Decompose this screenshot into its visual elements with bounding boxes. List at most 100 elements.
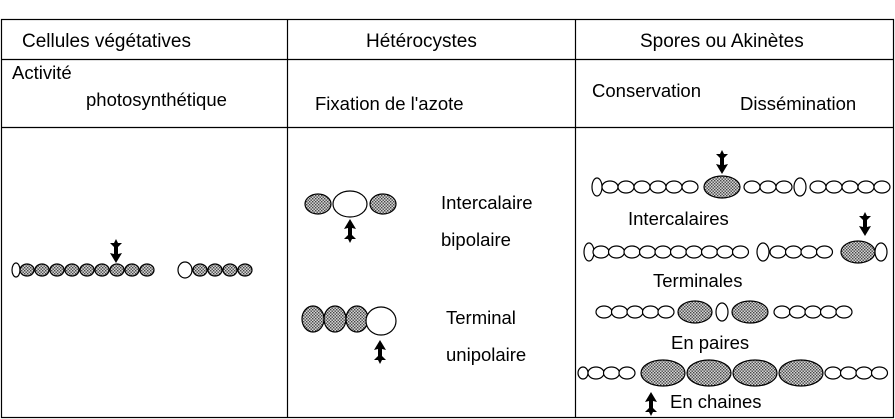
function-spores-conservation: Conservation — [592, 80, 701, 101]
label-unipolar: unipolaire — [446, 344, 526, 365]
vegetative-cell — [839, 366, 858, 380]
vegetative-cell — [638, 245, 657, 259]
vegetative-cell — [841, 180, 859, 194]
heterocyst-cell — [715, 302, 729, 322]
vegetative-cell — [824, 366, 842, 380]
spore-cell — [731, 300, 769, 324]
spore-cell — [703, 175, 741, 199]
heterocyst-cell — [177, 261, 193, 279]
spore-filament-terminal — [583, 240, 888, 264]
vegetative-cell — [857, 180, 875, 194]
spore-filament-intercalary — [591, 175, 891, 199]
label-en-paires: En paires — [671, 332, 749, 353]
header-vegetative-cells: Cellules végétatives — [22, 31, 191, 52]
label-intercalary: Intercalaire — [441, 192, 533, 213]
arrow-down-icon — [859, 212, 871, 236]
vegetative-cell — [192, 263, 208, 277]
arrow-up-icon — [344, 219, 356, 243]
vegetative-cell — [855, 366, 873, 380]
vegetative-cell — [592, 245, 610, 259]
function-spores-dissemination: Dissémination — [740, 93, 856, 114]
arrow-shape — [374, 340, 386, 364]
vegetative-cell — [19, 263, 35, 277]
vegetative-cell — [873, 180, 891, 194]
vegetative-cell — [34, 263, 50, 277]
vegetative-cell — [788, 305, 807, 319]
arrow-shape — [344, 219, 356, 243]
spore-filament-pairs — [595, 300, 853, 324]
vegetative-cell — [773, 305, 791, 319]
vegetative-cell — [665, 180, 683, 194]
cell-end — [591, 177, 603, 197]
label-terminal: Terminal — [446, 307, 516, 328]
vegetative-cell — [595, 305, 613, 319]
vegetative-cell — [835, 305, 853, 319]
vegetative-cell — [716, 245, 734, 259]
vegetative-cell — [825, 180, 843, 194]
vegetative-cell — [759, 180, 777, 194]
arrow-shape — [859, 212, 871, 236]
spore-cell — [732, 359, 778, 387]
vegetative-cell — [800, 245, 818, 259]
vegetative-cell — [64, 263, 80, 277]
vegetative-cell — [577, 366, 589, 380]
vegetative-cell — [601, 180, 619, 194]
function-heterocysts: Fixation de l'azote — [315, 93, 464, 114]
vegetative-cell — [681, 180, 699, 194]
spore-filament-chains — [577, 359, 889, 387]
vegetative-cell — [633, 180, 651, 194]
vegetative-cell — [623, 245, 641, 259]
function-vegetative-line1: Activité — [12, 62, 72, 83]
heterocyst-cell — [365, 306, 397, 336]
vegetative-cell — [618, 366, 636, 380]
vegetative-cell — [207, 263, 223, 277]
vegetative-cell — [809, 180, 827, 194]
heterocyst-terminal-filament — [301, 305, 397, 336]
vegetative-cell — [657, 305, 675, 319]
table-grid — [0, 18, 895, 419]
vegetative-filament — [11, 261, 253, 279]
header-spores: Spores ou Akinètes — [640, 31, 804, 52]
vegetative-cell — [804, 305, 822, 319]
vegetative-cell — [124, 263, 140, 277]
vegetative-cell — [819, 305, 838, 319]
vegetative-cell — [222, 263, 238, 277]
vegetative-cell — [870, 366, 889, 380]
vegetative-cell — [731, 245, 750, 259]
vegetative-cell — [775, 180, 793, 194]
label-en-chaines: En chaines — [670, 391, 762, 412]
vegetative-cell — [587, 366, 605, 380]
arrow-down-icon — [716, 150, 728, 174]
header-heterocysts: Hétérocystes — [366, 31, 477, 52]
heterocyst-intercalary-filament — [304, 190, 397, 218]
arrow-down-icon — [110, 239, 122, 263]
vegetative-cell — [602, 366, 621, 380]
arrow-up-icon — [645, 392, 657, 416]
vegetative-cell — [323, 305, 347, 333]
vegetative-cell — [49, 263, 65, 277]
vegetative-cell — [700, 245, 719, 259]
vegetative-cell — [607, 245, 626, 259]
spore-cell — [640, 359, 686, 387]
vegetative-cell — [345, 305, 369, 333]
vegetative-cell — [743, 180, 761, 194]
arrow-shape — [645, 392, 657, 416]
cell-end — [11, 262, 21, 278]
arrow-shape — [716, 150, 728, 174]
vegetative-cell — [79, 263, 95, 277]
vegetative-cell — [649, 180, 667, 194]
vegetative-cell — [654, 245, 672, 259]
cell-end — [874, 242, 888, 262]
spore-cell — [840, 240, 876, 264]
label-bipolar: bipolaire — [441, 229, 511, 250]
vegetative-cell — [685, 245, 703, 259]
vegetative-cell — [815, 245, 834, 259]
vegetative-cell — [769, 245, 787, 259]
heterocyst-cell — [332, 190, 368, 218]
vegetative-cell — [626, 305, 644, 319]
vegetative-cell — [784, 245, 803, 259]
heterocyst-cell — [793, 177, 807, 197]
vegetative-cell — [669, 245, 688, 259]
spore-cell — [686, 359, 732, 387]
arrow-shape — [110, 239, 122, 263]
